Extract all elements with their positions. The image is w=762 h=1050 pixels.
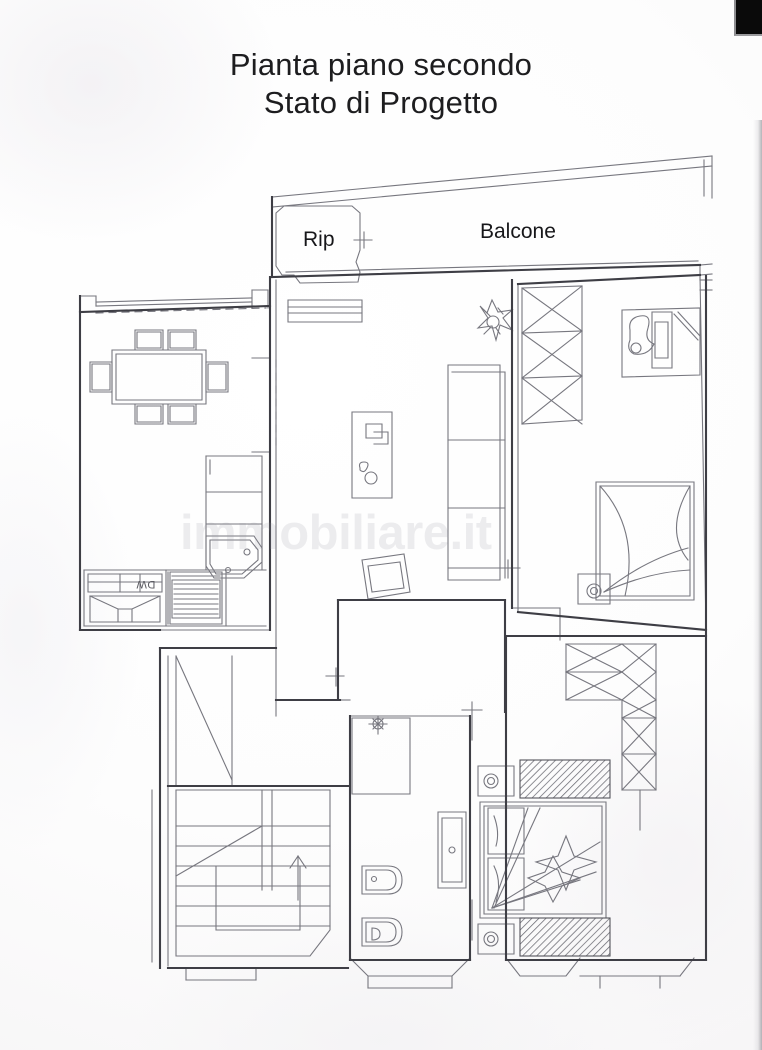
wall-lines-thin	[79, 155, 713, 989]
scan-edge-artifact	[734, 0, 762, 36]
scan-right-edge-shadow	[753, 120, 762, 1050]
wall-lines-thick	[78, 195, 708, 970]
bedroom-rugs	[519, 759, 611, 957]
